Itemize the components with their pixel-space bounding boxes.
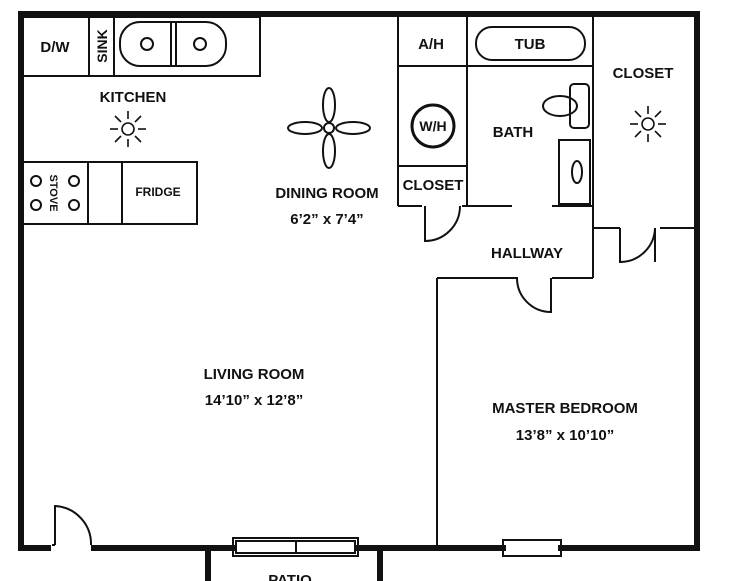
dishwasher-label: D/W xyxy=(40,39,70,56)
toilet-icon xyxy=(542,83,590,129)
sink-label: SINK xyxy=(94,29,110,62)
bath-label: BATH xyxy=(493,124,534,141)
stove-icon xyxy=(30,175,80,211)
hallway-label: HALLWAY xyxy=(491,245,563,262)
air-handler-label: A/H xyxy=(418,36,444,53)
light-fixture-icon xyxy=(110,111,146,147)
tub-label: TUB xyxy=(515,36,546,53)
light-fixture-icon xyxy=(630,106,666,142)
kitchen-lower-counter xyxy=(20,161,198,225)
patio-outline xyxy=(205,545,383,581)
water-heater-icon xyxy=(410,103,456,149)
door-swing-icon xyxy=(516,277,552,314)
door-swing-icon xyxy=(424,205,461,243)
master-bedroom-size: 13’8” x 10’10” xyxy=(516,427,614,444)
dining-room-label: DINING ROOM xyxy=(275,185,378,202)
patio-sliding-door xyxy=(232,537,359,557)
hall-closet-label: CLOSET xyxy=(403,177,464,194)
dining-room-size: 6’2” x 7’4” xyxy=(290,211,363,228)
living-room-label: LIVING ROOM xyxy=(204,366,305,383)
entry-door xyxy=(51,504,93,555)
master-bedroom-label: MASTER BEDROOM xyxy=(492,400,638,417)
ceiling-fan-icon xyxy=(287,87,371,169)
bedroom-walls xyxy=(436,277,593,546)
door-swing-icon xyxy=(619,227,656,264)
stove-label: STOVE xyxy=(47,174,59,211)
water-heater-label: W/H xyxy=(419,118,446,134)
bath-sink-icon xyxy=(558,139,591,205)
kitchen-upper-counter xyxy=(20,16,261,77)
sink-icon xyxy=(119,21,227,67)
living-room-size: 14’10” x 12’8” xyxy=(205,392,303,409)
bedroom-closet-label: CLOSET xyxy=(613,65,674,82)
utility-walls xyxy=(397,16,695,278)
kitchen-label: KITCHEN xyxy=(100,89,167,106)
patio-label: PATIO xyxy=(268,572,312,581)
tub-icon xyxy=(475,26,586,61)
fridge-label: FRIDGE xyxy=(135,185,180,199)
window-icon xyxy=(502,539,562,557)
